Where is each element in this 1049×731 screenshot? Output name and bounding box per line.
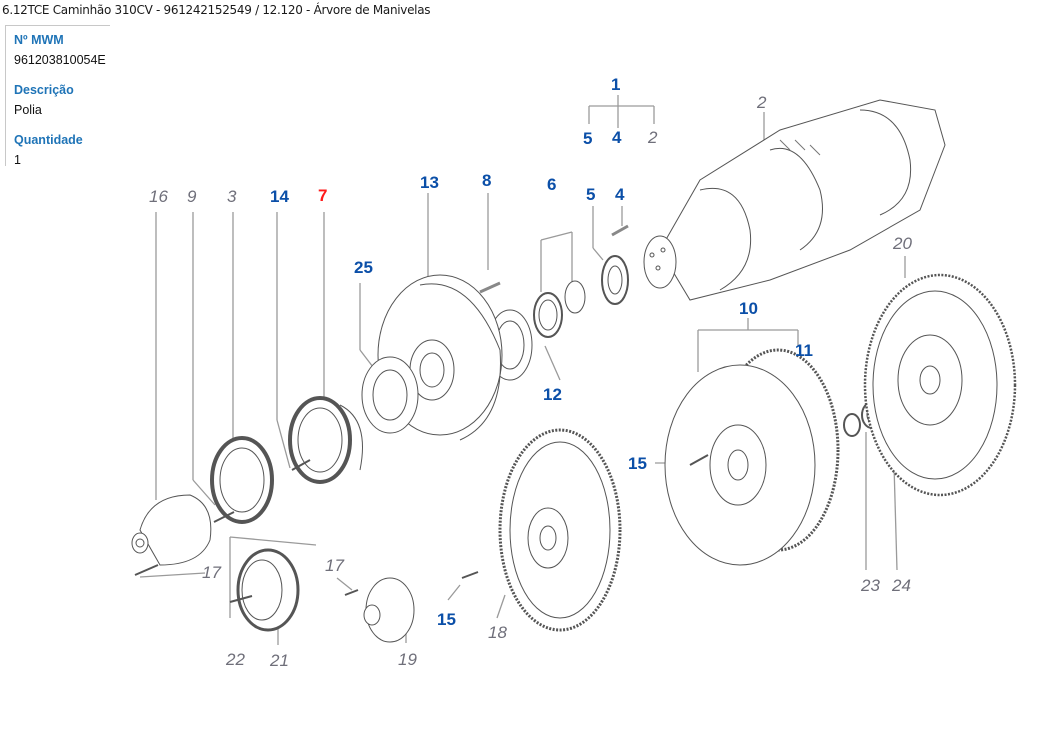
callout-1-sub-5[interactable]: 5 bbox=[583, 129, 593, 148]
callout-17-bolt: 17 bbox=[325, 556, 344, 575]
callout-25[interactable]: 25 bbox=[354, 258, 373, 277]
callout-4[interactable]: 4 bbox=[615, 185, 625, 204]
callout-1-sub-2: 2 bbox=[648, 128, 658, 147]
callout-12[interactable]: 12 bbox=[543, 385, 562, 404]
callout-3: 3 bbox=[227, 187, 237, 206]
callout-14[interactable]: 14 bbox=[270, 187, 289, 206]
callout-13[interactable]: 13 bbox=[420, 173, 439, 192]
crankshaft-drawing bbox=[643, 99, 946, 301]
callout-17-hub: 17 bbox=[202, 563, 221, 582]
callout-7-selected[interactable]: 7 bbox=[318, 186, 328, 205]
part-number-label: Nº MWM bbox=[14, 33, 64, 47]
callout-16: 16 bbox=[149, 187, 168, 206]
callout-19: 19 bbox=[398, 650, 417, 669]
part-number-value: 961203810054E bbox=[14, 53, 106, 67]
callout-6[interactable]: 6 bbox=[547, 175, 557, 194]
callout-2: 2 bbox=[757, 93, 767, 112]
callout-18: 18 bbox=[488, 623, 507, 642]
callout-5[interactable]: 5 bbox=[586, 185, 596, 204]
quantity-label: Quantidade bbox=[14, 133, 83, 147]
part-info-panel: Nº MWM 961203810054E Descrição Polia Qua… bbox=[5, 25, 110, 167]
callout-23: 23 bbox=[861, 576, 880, 595]
breadcrumb-title: 6.12TCE Caminhão 310CV - 961242152549 / … bbox=[2, 3, 431, 17]
callout-8[interactable]: 8 bbox=[482, 171, 492, 190]
description-label: Descrição bbox=[14, 83, 74, 97]
callout-11[interactable]: 11 bbox=[795, 341, 813, 360]
callout-20: 20 bbox=[893, 234, 912, 253]
quantity-value: 1 bbox=[14, 153, 21, 167]
callout-21: 21 bbox=[270, 651, 289, 670]
callout-24: 24 bbox=[892, 576, 911, 595]
callout-15-flywheel[interactable]: 15 bbox=[628, 454, 647, 473]
callout-1[interactable]: 1 bbox=[611, 75, 621, 94]
callout-22: 22 bbox=[226, 650, 245, 669]
callout-9: 9 bbox=[187, 187, 197, 206]
callout-10[interactable]: 10 bbox=[739, 299, 758, 318]
callout-15-bolt[interactable]: 15 bbox=[437, 610, 456, 629]
callout-1-sub-4[interactable]: 4 bbox=[612, 128, 622, 147]
description-value: Polia bbox=[14, 103, 42, 117]
